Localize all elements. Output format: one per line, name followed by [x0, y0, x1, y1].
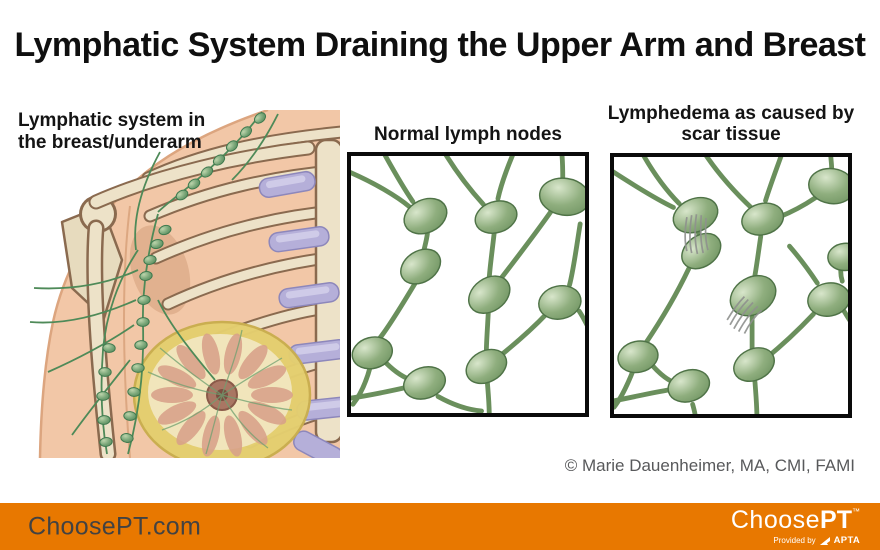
normal-nodes-box: [345, 150, 592, 419]
lymphedema-panel: Lymphedema as caused by scar tissue: [600, 103, 864, 421]
lymphedema-nodes-box: [608, 151, 864, 421]
clavicle-bone: [88, 140, 316, 210]
apta-flag-icon: [819, 537, 830, 545]
page-title: Lymphatic System Draining the Upper Arm …: [14, 26, 866, 64]
choosept-logo: ChoosePT™ Provided by APTA: [731, 508, 860, 546]
choosept-logo-wordmark: ChoosePT™: [731, 508, 860, 533]
site-url: ChoosePT.com: [28, 512, 202, 540]
lymphedema-title-line1: Lymphedema as caused by: [607, 103, 855, 124]
logo-trademark: ™: [852, 507, 860, 516]
provided-by-text: Provided by: [773, 536, 816, 545]
provided-by-row: Provided by APTA: [731, 536, 860, 546]
apta-text: APTA: [833, 535, 860, 547]
logo-pt-text: PT: [820, 506, 852, 534]
anatomy-panel: Lymphatic system in the breast/underarm: [10, 110, 340, 458]
breast: [132, 320, 312, 458]
normal-nodes-illustration: [345, 150, 592, 419]
anatomy-label: Lymphatic system in the breast/underarm: [18, 110, 205, 155]
lymphedema-nodes-illustration: [608, 151, 864, 421]
footer-bar: ChoosePT.com ChoosePT™ Provided by APTA: [0, 503, 880, 550]
lymph-nodes: [617, 167, 864, 403]
scar-tissue-marks: [684, 213, 763, 334]
anatomy-label-line1: Lymphatic system in: [18, 110, 206, 131]
costal-cartilage: [258, 170, 340, 458]
anatomy-label-line2: the breast/underarm: [18, 132, 202, 154]
logo-choose-text: Choose: [730, 506, 821, 534]
breast-lymph-vessels: [147, 329, 293, 455]
anatomy-illustration: [29, 110, 340, 458]
lymphedema-panel-title: Lymphedema as caused by scar tissue: [600, 103, 862, 146]
artist-credit: © Marie Dauenheimer, MA, CMI, FAMI: [564, 456, 855, 475]
normal-nodes-panel: Normal lymph nodes: [345, 124, 592, 419]
normal-panel-title: Normal lymph nodes: [374, 124, 562, 145]
lymph-nodes: [96, 112, 267, 447]
lymph-nodes: [351, 177, 591, 401]
lymphedema-title-line2: scar tissue: [681, 124, 781, 146]
